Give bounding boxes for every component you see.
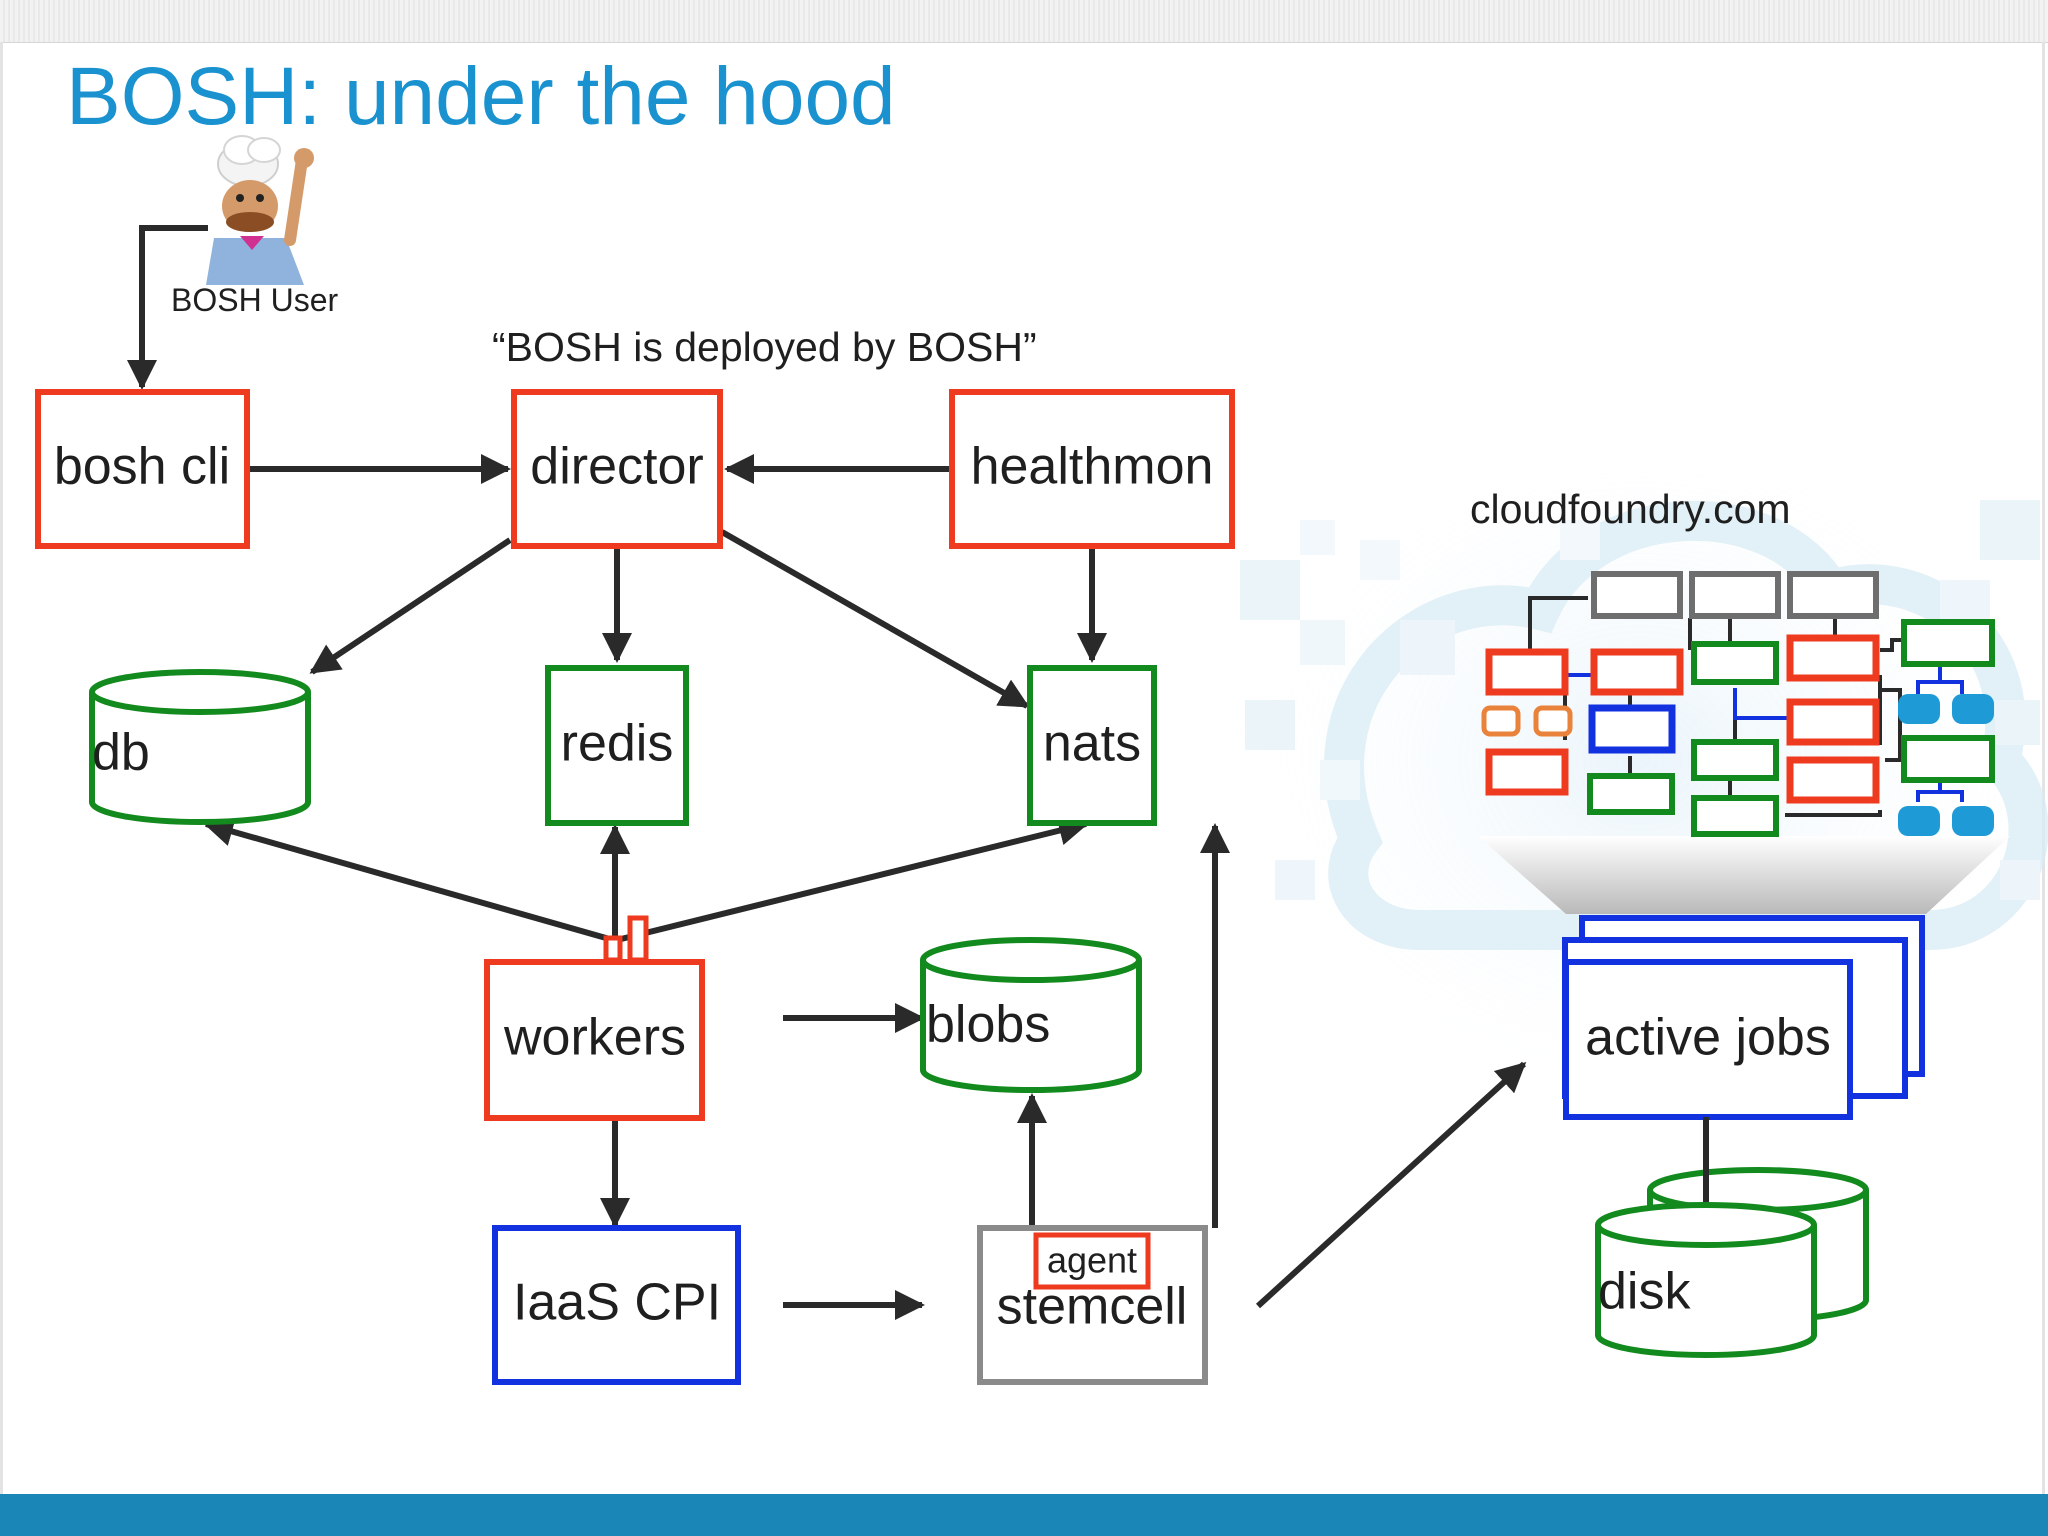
iaas-cpi-label: IaaS CPI — [513, 1274, 721, 1332]
director-label: director — [530, 438, 703, 496]
slide-title: BOSH: under the hood — [66, 51, 896, 142]
workers-node — [484, 959, 705, 1121]
bosh-cli-node — [35, 389, 250, 549]
db-label: db — [92, 724, 150, 782]
redis-node — [545, 665, 689, 826]
agent-label: agent — [1047, 1240, 1137, 1281]
bosh-user-label: BOSH User — [171, 282, 338, 318]
agent-box — [1033, 1232, 1151, 1290]
bosh-user-avatar — [206, 135, 314, 285]
nats-node — [1027, 665, 1157, 826]
cloudfoundry-mini-diagram — [1481, 571, 1995, 837]
bosh-cli-label: bosh cli — [54, 438, 230, 496]
active-jobs-node — [1563, 959, 1853, 1120]
funnel-shape — [1478, 836, 2010, 914]
db-node — [89, 669, 311, 825]
workers-to-nats-arrow — [616, 815, 1089, 943]
director-to-db-arrow — [309, 537, 512, 675]
workers-to-db-arrow — [203, 816, 614, 943]
bosh-quote: “BOSH is deployed by BOSH” — [492, 324, 1037, 370]
bottom-bar — [0, 1494, 2048, 1536]
redis-label: redis — [561, 715, 674, 773]
nats-label: nats — [1043, 715, 1141, 773]
director-to-nats-arrow — [720, 529, 1030, 709]
blobs-node — [920, 937, 1142, 1093]
active-jobs-label: active jobs — [1585, 1009, 1831, 1067]
iaas-cpi-node — [492, 1225, 741, 1385]
director-node — [511, 389, 723, 549]
disk-label: disk — [1598, 1263, 1691, 1321]
blobs-label: blobs — [926, 996, 1050, 1054]
healthmon-label: healthmon — [971, 438, 1214, 496]
cloudfoundry-label: cloudfoundry.com — [1470, 486, 1791, 532]
workers-label: workers — [503, 1009, 686, 1067]
healthmon-node — [949, 389, 1235, 549]
top-strip — [0, 0, 2048, 43]
connectors — [127, 225, 1709, 1320]
user-to-bosh-cli-connector — [127, 225, 208, 390]
stemcell-label: stemcell — [997, 1278, 1188, 1336]
disk-node — [1595, 1202, 1817, 1358]
stemcell-to-active-jobs-arrow — [1255, 1061, 1527, 1309]
